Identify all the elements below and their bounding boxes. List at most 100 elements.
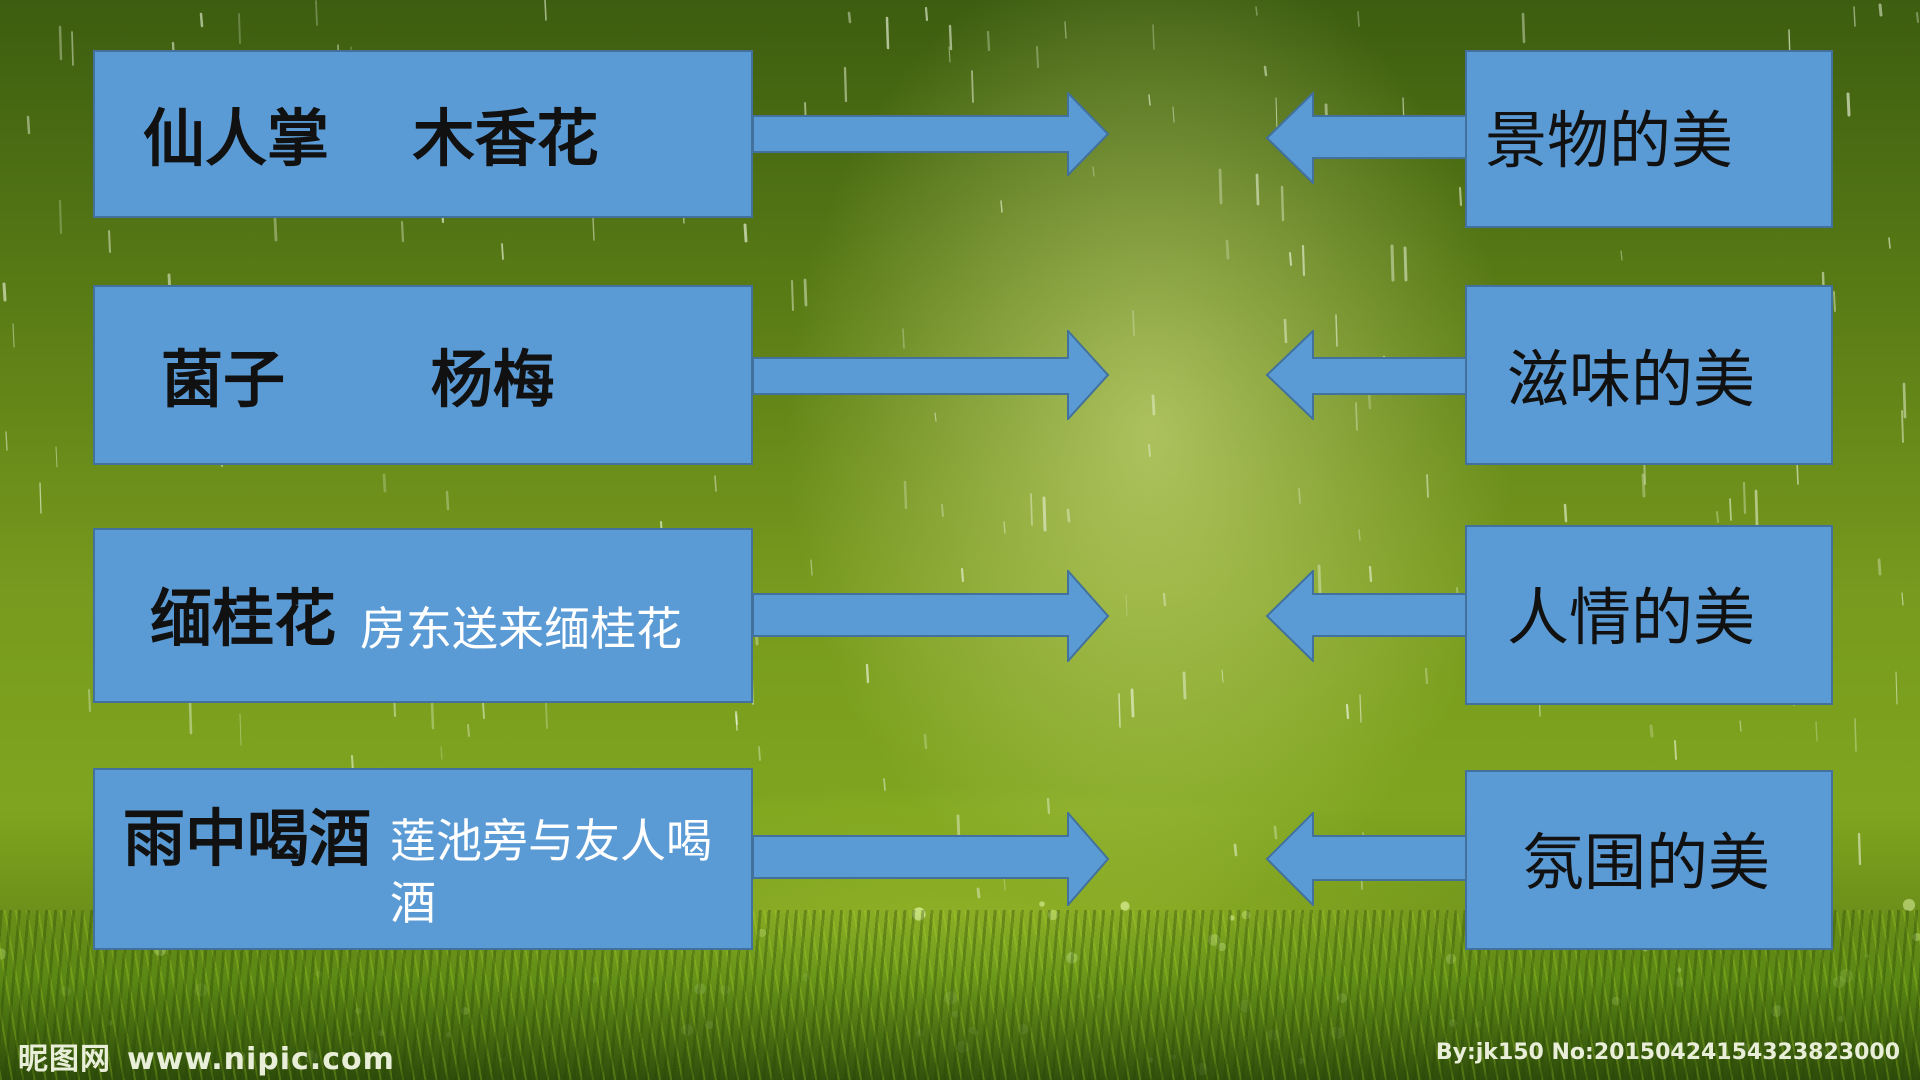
watermark-site: www.nipic.com <box>127 1042 395 1077</box>
rain-drop <box>1357 11 1360 27</box>
rain-drop <box>1815 721 1818 742</box>
rain-drop <box>430 700 435 730</box>
plant-box-row2: 菌子 杨梅 <box>93 285 753 465</box>
rain-drop <box>1151 394 1156 416</box>
rain-drop <box>107 229 112 254</box>
rain-drop <box>1255 173 1260 206</box>
rain-drop <box>865 663 870 684</box>
arrow-left-icon <box>1265 330 1467 420</box>
rain-drop <box>883 778 886 791</box>
rain-drop <box>1335 314 1338 347</box>
rain-drop <box>902 328 905 349</box>
watermark-id: By:jk150 No:20150424154323823000 <box>1435 1040 1900 1065</box>
rain-drop <box>1359 694 1362 723</box>
plant-names-row1: 仙人掌 木香花 <box>143 102 599 175</box>
plant-box-row3: 缅桂花 房东送来缅桂花 <box>93 528 753 703</box>
rain-drop <box>1152 24 1155 50</box>
rain-drop <box>923 733 928 750</box>
beauty-label-row4: 氛围的美 <box>1522 826 1771 899</box>
beauty-label-row1: 景物的美 <box>1485 104 1734 177</box>
rain-drop <box>1064 21 1067 39</box>
rain-drop <box>238 13 241 44</box>
rain-drop <box>791 280 794 311</box>
rain-drop <box>1641 473 1646 498</box>
watermark-brand-name: 昵图网 <box>18 1042 111 1077</box>
rain-drop <box>1854 718 1857 752</box>
rain-drop <box>847 11 852 24</box>
rain-drop <box>1563 503 1568 523</box>
beauty-box-row1: 景物的美 <box>1465 50 1833 228</box>
rain-drop <box>1345 703 1350 720</box>
rain-drop <box>941 504 944 517</box>
rain-drop <box>467 724 470 737</box>
rain-drop <box>501 243 504 260</box>
rain-drop <box>1092 166 1095 177</box>
rain-drop <box>1317 564 1322 594</box>
beauty-box-row4: 氛围的美 <box>1465 770 1833 950</box>
rain-drop <box>976 887 981 899</box>
rain-drop <box>1263 65 1268 77</box>
rain-drop <box>39 482 42 514</box>
rain-drop <box>885 16 890 50</box>
rain-drop <box>1221 669 1224 683</box>
rain-drop <box>199 12 204 28</box>
rain-drop <box>1901 410 1904 443</box>
rain-drop <box>1458 186 1463 207</box>
rain-drop <box>545 702 548 729</box>
plant-names-row2: 菌子 杨梅 <box>161 343 555 416</box>
rain-drop <box>1030 493 1033 526</box>
plant-story-row3: 房东送来缅桂花 <box>360 602 682 656</box>
rain-drop <box>803 278 808 307</box>
plant-name-row3: 缅桂花 <box>150 582 337 655</box>
rain-drop <box>445 490 450 511</box>
rain-drop <box>1280 185 1285 222</box>
plant-box-row1: 仙人掌 木香花 <box>93 50 753 218</box>
rain-drop <box>934 412 937 422</box>
arrow-left-icon <box>1265 570 1467 662</box>
rain-drop <box>714 475 717 492</box>
rain-drop <box>1521 12 1526 44</box>
rain-drop <box>1674 740 1677 760</box>
rain-drop <box>1729 498 1732 521</box>
rain-drop <box>544 0 547 21</box>
rain-drop <box>188 699 193 735</box>
arrow-right-icon <box>753 330 1110 420</box>
beauty-label-row3: 人情的美 <box>1507 581 1756 654</box>
rain-drop <box>1125 594 1128 617</box>
rain-drop <box>1358 529 1361 541</box>
dew-drop <box>1120 901 1130 911</box>
arrow-right-icon <box>753 570 1110 662</box>
rain-drop <box>948 24 953 51</box>
rain-drop <box>400 220 405 243</box>
rain-drop <box>1888 237 1891 249</box>
rain-drop <box>1846 92 1851 117</box>
rain-drop <box>758 746 761 761</box>
rain-drop <box>1275 97 1278 132</box>
rain-drop <box>1118 693 1121 728</box>
rain-drop <box>1036 46 1039 68</box>
rain-drop <box>735 714 738 731</box>
rain-drop <box>315 0 318 26</box>
rain-drop <box>1367 391 1372 410</box>
rain-drop <box>592 217 595 241</box>
rain-drop <box>1742 481 1747 515</box>
rain-drop <box>1273 825 1278 840</box>
arrow-right-icon <box>753 92 1110 176</box>
rain-drop <box>948 46 951 63</box>
rain-drop <box>1877 558 1882 576</box>
rain-drop <box>1162 592 1167 607</box>
rain-drop <box>1148 94 1151 106</box>
plant-box-row4: 雨中喝酒 莲池旁与友人喝酒 <box>93 768 753 950</box>
rain-drop <box>1901 592 1904 606</box>
rain-drop <box>1915 11 1920 24</box>
rain-drop <box>903 480 908 510</box>
rain-drop <box>273 217 278 242</box>
plant-story-row4: 莲池旁与友人喝酒 <box>390 814 712 931</box>
dew-drop <box>1902 898 1916 912</box>
rain-drop <box>239 713 242 746</box>
rain-drop <box>1000 200 1003 213</box>
rain-drop <box>1716 511 1719 523</box>
rain-drop <box>1878 3 1883 17</box>
rain-drop <box>1172 106 1175 123</box>
rain-drop <box>1739 720 1742 732</box>
